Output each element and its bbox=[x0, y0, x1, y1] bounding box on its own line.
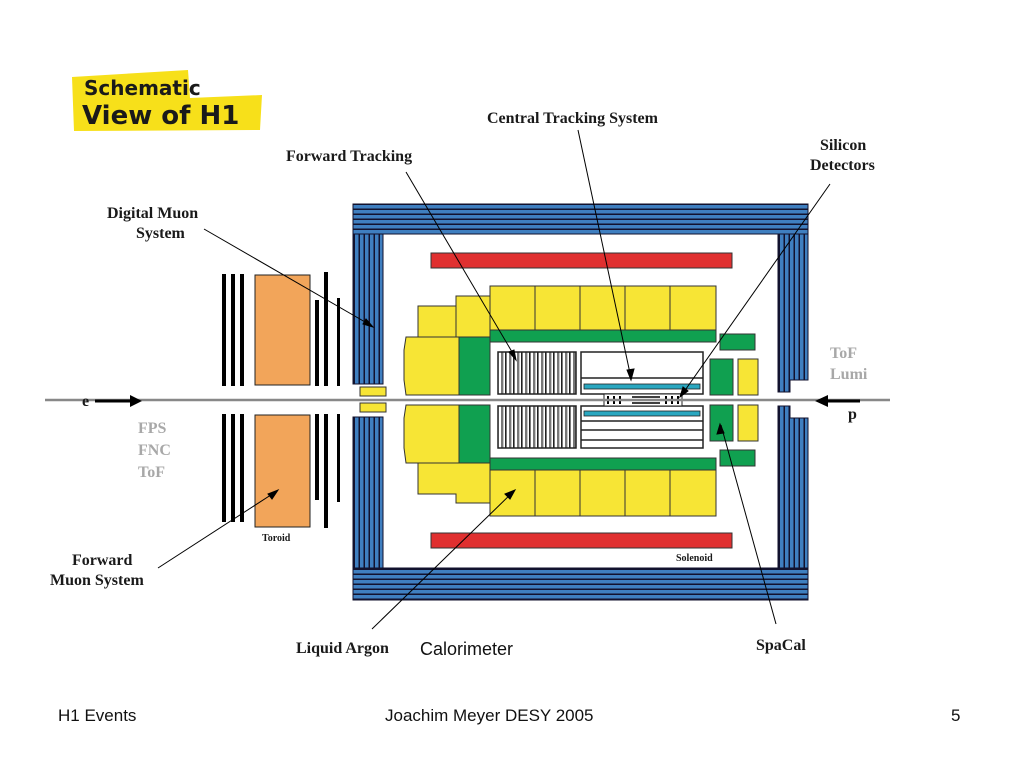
page-number: 5 bbox=[951, 706, 961, 725]
label-liquid-argon: Liquid Argon bbox=[296, 640, 389, 657]
label-fps: FPS bbox=[138, 420, 167, 437]
label-central-tracking: Central Tracking System bbox=[487, 110, 659, 127]
yoke-top bbox=[352, 203, 809, 235]
label-calorimeter: Calorimeter bbox=[420, 639, 513, 659]
footer-left: H1 Events bbox=[58, 706, 137, 725]
central-tracker bbox=[580, 351, 704, 449]
label-toroid: Toroid bbox=[262, 533, 291, 544]
label-tof-lumi-line1: ToF bbox=[830, 345, 857, 362]
label-beam-e: e bbox=[82, 393, 89, 410]
label-forward-muon-line2: Muon System bbox=[50, 572, 144, 589]
liquid-argon-calorimeter bbox=[403, 285, 717, 517]
toroid-upper bbox=[254, 274, 311, 386]
label-forward-muon-line1: Forward bbox=[72, 552, 133, 569]
yoke-bottom bbox=[352, 567, 809, 601]
title-line1: Schematic bbox=[84, 76, 201, 100]
yoke-left-lower bbox=[352, 416, 384, 569]
toroid-lower bbox=[254, 414, 311, 528]
title-line2: View of H1 bbox=[82, 101, 239, 131]
label-tof-lumi-line2: Lumi bbox=[830, 366, 868, 383]
solenoid-bottom bbox=[430, 532, 733, 549]
forward-muon-system bbox=[222, 272, 340, 528]
label-solenoid: Solenoid bbox=[676, 553, 713, 564]
label-silicon-line1: Silicon bbox=[820, 137, 866, 154]
yoke-right-lower bbox=[777, 405, 809, 569]
label-digital-muon-line2: System bbox=[136, 225, 186, 242]
iron-yoke bbox=[352, 203, 809, 601]
title-badge: Schematic View of H1 bbox=[72, 70, 262, 131]
label-fnc: FNC bbox=[138, 442, 171, 459]
label-spacal: SpaCal bbox=[756, 637, 806, 654]
yoke-right-upper bbox=[777, 233, 809, 393]
forward-tracker bbox=[497, 351, 577, 449]
spacal bbox=[709, 333, 759, 467]
solenoid-top bbox=[430, 252, 733, 269]
title-highlight bbox=[72, 70, 262, 131]
footer-center: Joachim Meyer DESY 2005 bbox=[385, 706, 594, 725]
label-silicon-line2: Detectors bbox=[810, 157, 875, 174]
pointer-lines bbox=[157, 129, 831, 630]
label-forward-tracking: Forward Tracking bbox=[286, 148, 412, 165]
label-tof-left: ToF bbox=[138, 464, 165, 481]
label-beam-p: p bbox=[848, 406, 857, 423]
beam-line bbox=[45, 395, 890, 407]
yoke-left-upper bbox=[352, 233, 384, 385]
label-digital-muon-line1: Digital Muon bbox=[107, 205, 198, 222]
